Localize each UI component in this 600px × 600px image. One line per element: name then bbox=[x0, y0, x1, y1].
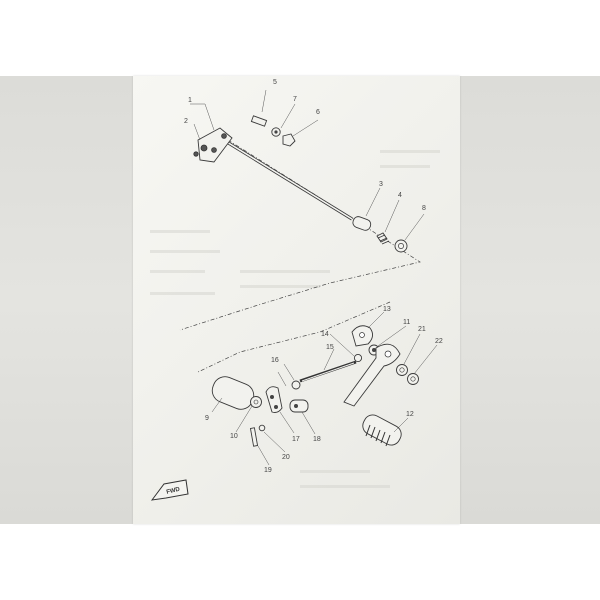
label-18: 18 bbox=[313, 436, 321, 443]
label-16: 16 bbox=[271, 357, 279, 364]
show-through-text bbox=[150, 150, 440, 488]
label-9: 9 bbox=[205, 415, 209, 422]
washer-20 bbox=[258, 424, 266, 432]
label-13: 13 bbox=[383, 306, 391, 313]
nut-16 bbox=[291, 380, 301, 390]
label-6: 6 bbox=[316, 109, 320, 116]
washer-21 bbox=[396, 364, 408, 376]
assembly-line-upper bbox=[179, 139, 421, 331]
assembly-line-lower bbox=[197, 301, 391, 373]
label-22: 22 bbox=[435, 338, 443, 345]
label-15: 15 bbox=[326, 344, 334, 351]
label-2: 2 bbox=[184, 118, 188, 125]
spring-4 bbox=[376, 232, 390, 245]
label-14: 14 bbox=[321, 331, 329, 338]
label-19: 19 bbox=[264, 467, 272, 474]
label-17: 17 bbox=[292, 436, 300, 443]
rod-end-13 bbox=[351, 325, 373, 347]
collar-3 bbox=[352, 216, 372, 231]
nut-6 bbox=[282, 133, 296, 147]
nut-14 bbox=[353, 353, 363, 363]
nut-7 bbox=[271, 127, 281, 137]
bolt-5 bbox=[250, 115, 268, 127]
washer-22 bbox=[407, 373, 419, 385]
washer-8 bbox=[394, 239, 408, 253]
label-7: 7 bbox=[293, 96, 297, 103]
fwd-arrow: FWD bbox=[150, 479, 189, 501]
label-11: 11 bbox=[403, 319, 410, 326]
pivot-18 bbox=[289, 399, 309, 413]
fwd-label: FWD bbox=[166, 487, 181, 496]
shift-pedal-12 bbox=[343, 343, 402, 447]
label-8: 8 bbox=[422, 205, 426, 212]
shift-rod bbox=[221, 137, 353, 221]
label-21: 21 bbox=[418, 326, 426, 333]
arm-17 bbox=[265, 386, 283, 413]
label-3: 3 bbox=[379, 181, 383, 188]
bolt-19 bbox=[249, 427, 259, 447]
part-number-labels: 1 2 5 7 6 3 4 8 13 11 14 21 22 15 16 12 … bbox=[184, 79, 443, 474]
label-20: 20 bbox=[282, 454, 290, 461]
rubber-9 bbox=[211, 376, 255, 410]
label-12: 12 bbox=[406, 411, 414, 418]
washer-10 bbox=[250, 396, 262, 408]
label-10: 10 bbox=[230, 433, 238, 440]
label-4: 4 bbox=[398, 192, 402, 199]
shift-arm bbox=[193, 127, 233, 163]
tie-rod-15 bbox=[299, 360, 357, 383]
leader-lines bbox=[190, 89, 438, 466]
label-1: 1 bbox=[188, 97, 192, 104]
label-5: 5 bbox=[273, 79, 277, 86]
